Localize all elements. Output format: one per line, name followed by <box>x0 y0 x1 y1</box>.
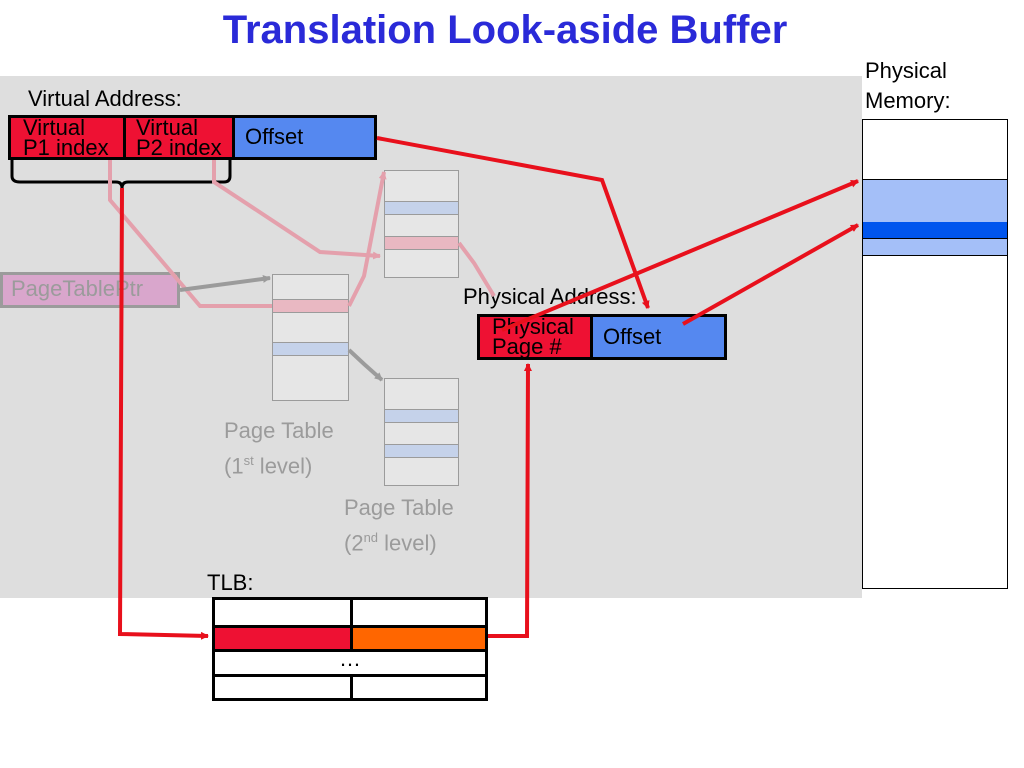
tlb-hit-physical-page <box>353 627 485 652</box>
page-table-1-to-lower-arrow <box>347 348 384 382</box>
tlb-to-physical-page-arrow <box>488 363 532 638</box>
virtual-p1-line2: P1 index <box>23 135 109 160</box>
virtual-index-brace <box>10 160 232 189</box>
page-table-level-1 <box>272 274 349 401</box>
physical-page-number-field: Physical Page # <box>477 314 594 360</box>
page-table-level-2-upper <box>384 170 459 278</box>
offset-to-memory-word-arrow <box>682 223 859 326</box>
virtual-p2-line2: P2 index <box>136 135 222 160</box>
page-table-2b-entry-blue-1 <box>385 409 458 423</box>
p1-to-page-table-1-line <box>108 160 272 308</box>
physical-page-line2: Page # <box>492 334 562 359</box>
virtual-address-label: Virtual Address: <box>28 86 182 111</box>
tlb-table: … <box>212 597 488 701</box>
page-table-1-to-2-line <box>347 171 387 307</box>
page-table-2a-entry-blue <box>385 201 458 215</box>
tlb-row-hit <box>215 624 485 652</box>
p2-to-page-table-2-line <box>212 160 381 260</box>
tlb-row-ellipsis: … <box>215 648 485 677</box>
page-table-1-entry-blue <box>273 342 348 356</box>
physical-offset-field: Offset <box>590 314 727 360</box>
page-table-2b-entry-blue-2 <box>385 444 458 458</box>
physical-page-to-memory-arrow <box>501 179 859 332</box>
page-table-2a-entry-pink <box>385 236 458 250</box>
offset-to-offset-arrow <box>376 136 650 309</box>
page-table-2-caption: Page Table (2nd level) <box>344 495 454 556</box>
physical-page-line1: Physical <box>492 314 574 339</box>
tlb-row <box>215 673 485 701</box>
page-table-1-caption: Page Table (1st level) <box>224 418 334 479</box>
tlb-row <box>215 600 485 625</box>
virtual-offset-field: Offset <box>232 115 377 160</box>
tlb-label: TLB: <box>207 570 254 595</box>
physical-address-label: Physical Address: <box>463 284 637 309</box>
physical-memory <box>862 119 1008 589</box>
virtual-p1-line1: Virtual <box>23 115 85 140</box>
page-table-2-to-physical-line <box>457 241 496 298</box>
tlb-hit-virtual-tag <box>215 627 353 652</box>
page-table-ptr-arrow <box>179 274 271 292</box>
virtual-p2-line1: Virtual <box>136 115 198 140</box>
physical-memory-label: Physical Memory: <box>865 58 951 113</box>
virtual-to-tlb-arrow <box>117 187 209 640</box>
page-table-1-entry-pink <box>273 299 348 313</box>
page-table-level-2-lower <box>384 378 459 486</box>
physical-memory-page-frame-rest <box>863 239 1007 256</box>
physical-memory-target-word <box>863 222 1007 239</box>
slide-title: Translation Look-aside Buffer <box>222 8 788 52</box>
